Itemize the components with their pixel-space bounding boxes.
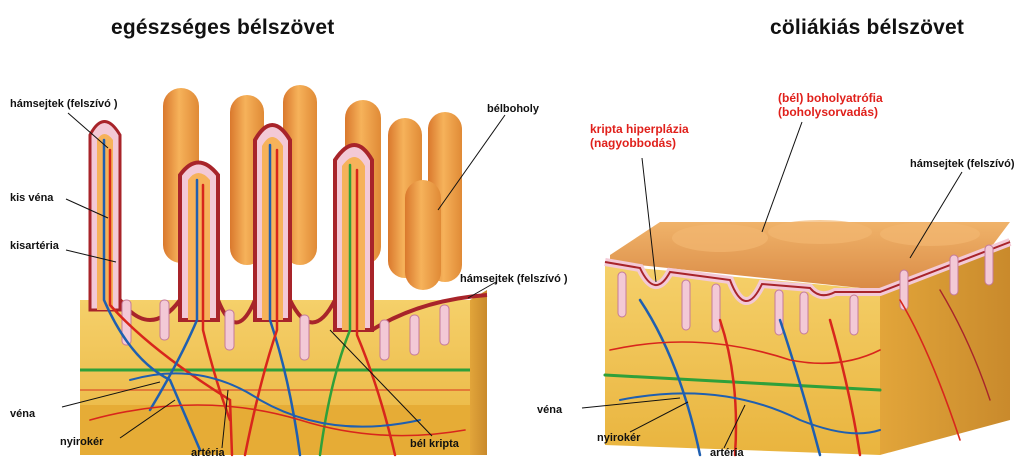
label-bel-kripta: bél kripta [410, 438, 459, 451]
healthy-tissue-block [62, 85, 505, 455]
celiac-tissue-block [582, 122, 1010, 455]
label-atrophy-line1: (bél) boholyatrófia [778, 91, 883, 105]
label-vena-celiac: véna [537, 404, 562, 417]
label-hamsejtek-right: hámsejtek (felszívó ) [460, 273, 568, 286]
label-nyiroker-celiac: nyirokér [597, 432, 640, 445]
label-vena-healthy: véna [10, 408, 35, 421]
label-atrophy-line2: (boholysorvadás) [778, 105, 878, 119]
healthy-title: egészséges bélszövet [111, 16, 334, 40]
label-kis-vena: kis véna [10, 192, 53, 205]
label-arteria-healthy: artéria [191, 447, 225, 460]
label-arteria-celiac: artéria [710, 447, 744, 460]
label-hyperplasia-line1: kripta hiperplázia [590, 122, 689, 136]
label-belboholy: bélboholy [487, 103, 539, 116]
label-kisarteria: kisartéria [10, 240, 59, 253]
label-hamsejtek-top: hámsejtek (felszívó ) [10, 98, 118, 111]
celiac-title: cöliákiás bélszövet [770, 16, 964, 40]
label-nyiroker-healthy: nyirokér [60, 436, 103, 449]
label-hamsejtek-celiac: hámsejtek (felszívó) [910, 158, 1015, 171]
label-hyperplasia-line2: (nagyobbodás) [590, 136, 676, 150]
